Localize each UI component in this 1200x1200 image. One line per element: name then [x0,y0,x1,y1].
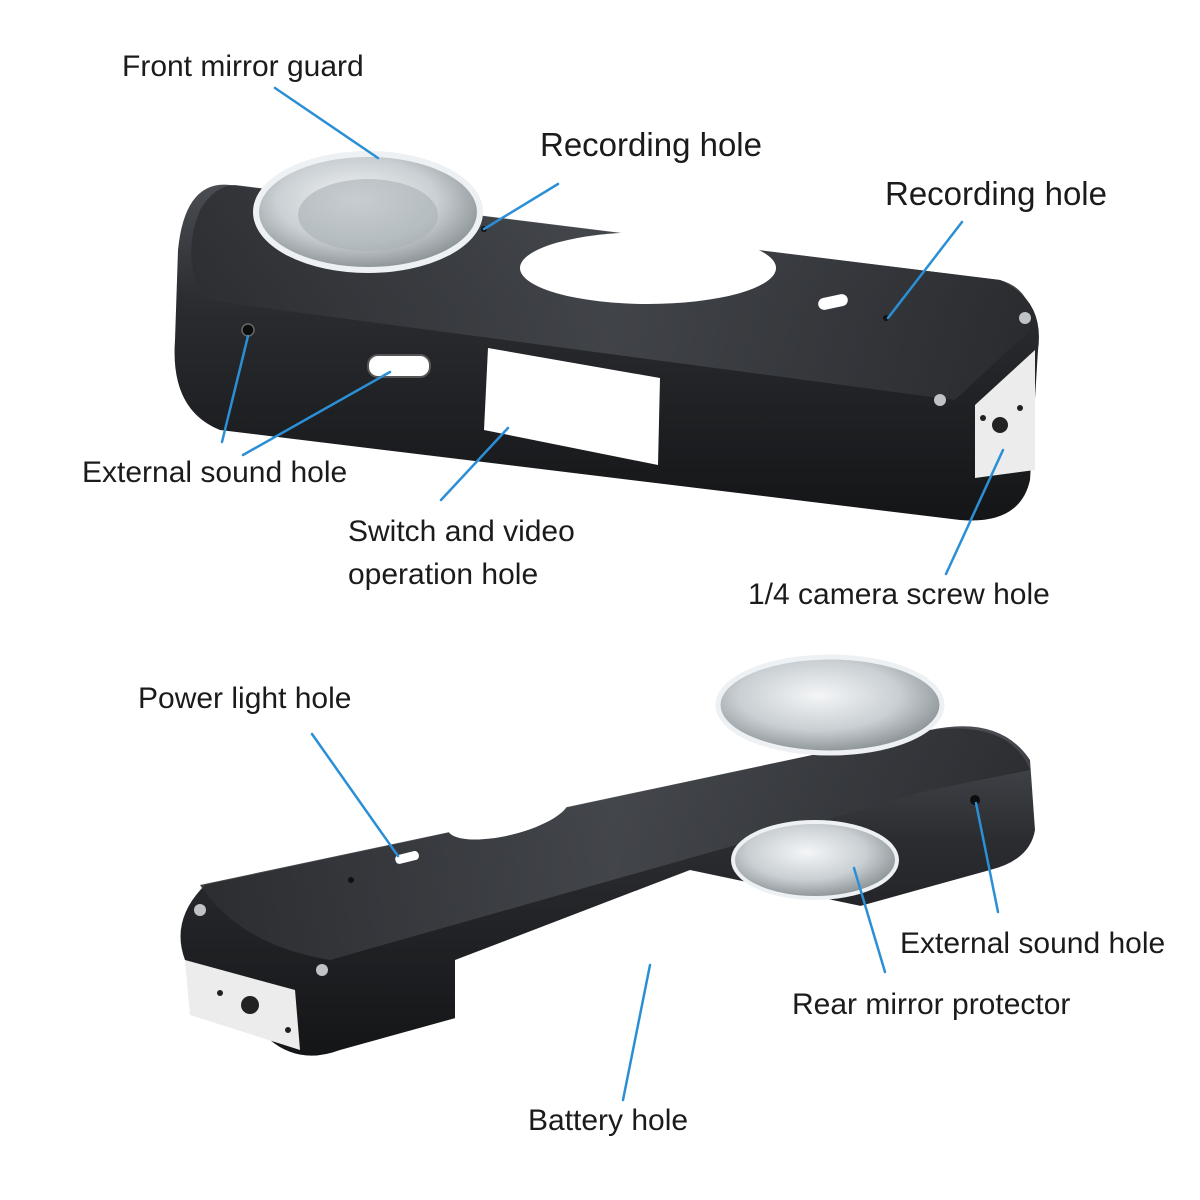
side-sound-hole [241,323,255,337]
power-light-slot [395,851,420,864]
label-battery-hole: Battery hole [528,1104,689,1137]
label-rear-mirror-protector: Rear mirror protector [792,988,1071,1021]
leader-external-sound-2 [974,801,1000,914]
leader-front-mirror-guard [273,86,380,160]
end-dot-d [285,1027,291,1033]
label-power-light-hole: Power light hole [138,682,352,715]
leader-lines [220,86,1005,1102]
front-view-case [174,151,1039,521]
top-small-slot [818,294,848,310]
leader-screw-hole [944,448,1005,576]
corner-screw-1 [934,394,946,406]
corner-screw-4 [316,964,328,976]
label-front-mirror-guard: Front mirror guard [122,50,364,83]
rear-view-case [180,654,1035,1062]
top-oval-window [520,232,776,304]
case-top-face-bottom [200,728,1030,960]
leader-battery [621,963,652,1102]
battery-window [455,870,880,1062]
screw-hole-top [992,417,1008,433]
corner-screw-3 [194,904,206,916]
corner-screw-2 [1019,312,1031,324]
leader-power-light [310,732,400,858]
rear-lens-top [715,654,945,756]
bottom-small-slot [612,766,652,786]
leader-external-sound-1b [241,370,392,457]
power-dot [348,877,354,883]
leader-rear-mirror [852,866,887,974]
label-external-sound-hole-1: External sound hole [82,456,348,489]
front-lens-inner [298,179,438,251]
leader-recording-hole-2 [886,220,964,320]
recording-dot-2 [883,315,889,321]
label-camera-screw-hole: 1/4 camera screw hole [748,578,1050,611]
switch-window [484,348,660,465]
end-plate-top [975,350,1035,478]
leader-recording-hole-1 [482,182,560,231]
label-switch-video-line2: operation hole [348,558,539,591]
screw-hole-bottom [241,996,259,1014]
rear-mirror-protector [731,820,899,900]
label-switch-video-line1: Switch and video [348,515,575,548]
bottom-oval-window [447,790,569,840]
end-dot-b [1017,405,1023,411]
side-slot [367,354,431,378]
rear-sound-hole [970,795,980,805]
leader-external-sound-1a [220,334,250,444]
label-external-sound-hole-2: External sound hole [900,927,1166,960]
leader-switch-hole [439,426,510,502]
end-dot-a [980,415,986,421]
end-dot-c [217,990,223,996]
label-recording-hole-1: Recording hole [540,126,762,163]
label-recording-hole-2: Recording hole [885,175,1107,212]
